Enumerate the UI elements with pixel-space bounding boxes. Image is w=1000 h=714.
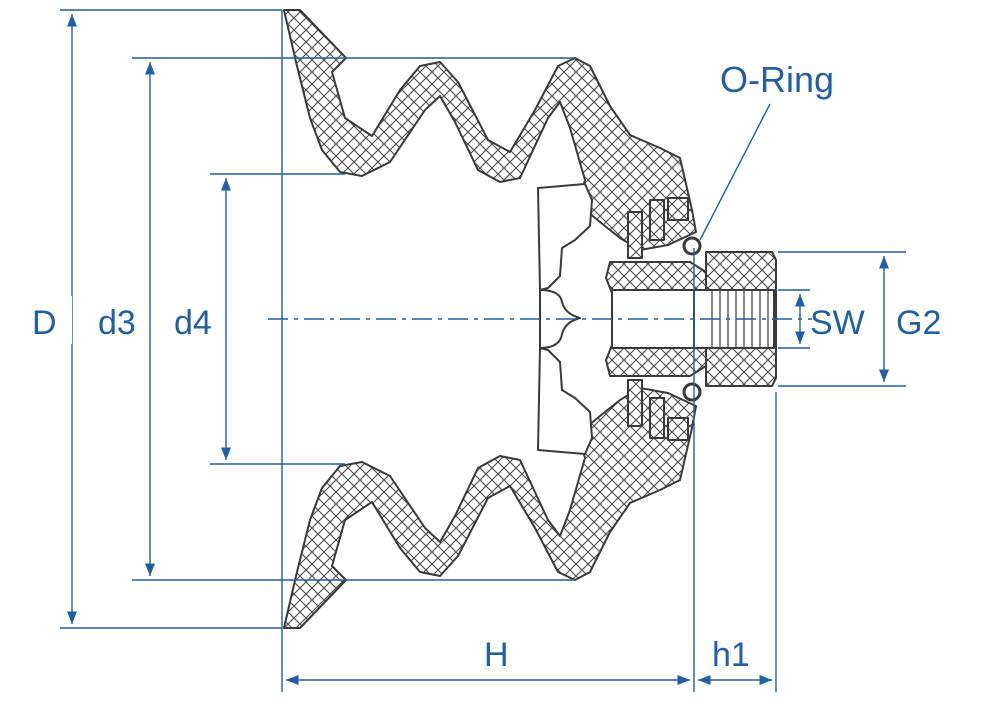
o-ring-bottom bbox=[682, 382, 702, 402]
upper-bellows-section bbox=[283, 9, 697, 251]
label-H: H bbox=[484, 636, 509, 674]
label-o-ring: O-Ring bbox=[720, 59, 834, 100]
clamp-ring-bottom bbox=[627, 379, 689, 441]
lower-bellows-section bbox=[283, 387, 697, 629]
label-SW: SW bbox=[810, 304, 865, 342]
label-d3: d3 bbox=[98, 304, 136, 342]
clamp-ring-top bbox=[627, 197, 689, 259]
o-ring-leader bbox=[699, 103, 771, 241]
inner-hub-bottom bbox=[537, 347, 593, 455]
o-ring-top bbox=[682, 236, 702, 256]
label-d4: d4 bbox=[174, 304, 212, 342]
inner-hub-top bbox=[537, 183, 593, 291]
dimension-lines bbox=[60, 9, 906, 692]
label-D: D bbox=[32, 304, 57, 342]
label-G2: G2 bbox=[896, 304, 941, 342]
dimension-labels: D d3 d4 SW G2 H h1 O-Ring bbox=[28, 59, 941, 674]
label-h1: h1 bbox=[712, 636, 750, 674]
